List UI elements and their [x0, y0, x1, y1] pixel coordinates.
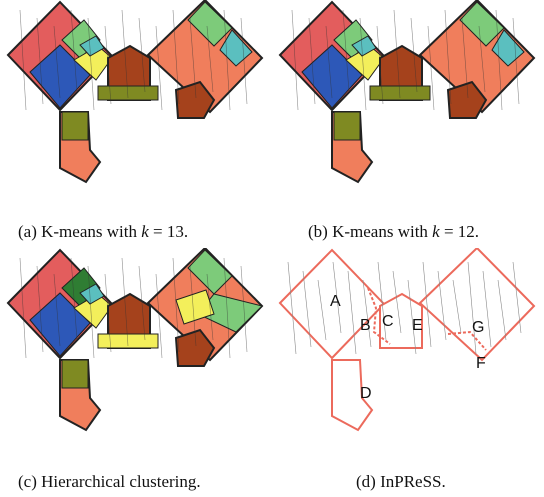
cell-line: [104, 273, 112, 353]
cell-line: [19, 257, 27, 359]
region-label-e: E: [412, 317, 423, 334]
cell-line: [223, 257, 231, 359]
stem-olive: [333, 111, 361, 141]
region-label-a: A: [330, 293, 341, 310]
teal-cluster: [79, 283, 105, 305]
cell-line: [155, 273, 163, 359]
region-label-c: C: [382, 313, 394, 330]
teal-cluster: [79, 35, 105, 57]
cell-line: [36, 17, 44, 105]
cell-line: [452, 279, 462, 334]
cell-line: [223, 9, 231, 111]
corridor: [369, 85, 431, 101]
cell-line: [410, 17, 418, 93]
cell-line: [53, 273, 61, 347]
boundary-fg: [447, 330, 487, 351]
cell-line: [302, 270, 312, 348]
green-top: [459, 1, 505, 47]
cell-line: [291, 9, 299, 111]
brown-bottom: [174, 328, 216, 367]
corridor: [97, 333, 159, 349]
cell-line: [287, 261, 297, 355]
cell-line: [53, 25, 61, 99]
stem-olive: [61, 359, 89, 389]
cell-line: [70, 257, 78, 341]
brown-bottom: [446, 80, 488, 119]
caption-a: (a) K-means with k = 13.: [18, 222, 189, 241]
cell-line: [461, 17, 469, 99]
cell-line: [325, 25, 333, 99]
region-outline: [379, 292, 423, 349]
cell-line: [407, 279, 417, 355]
panel-b-kmeans-12: (b) K-means with k = 12.: [272, 0, 544, 248]
cell-line: [512, 17, 520, 105]
cell-line: [377, 261, 387, 341]
map-a: [6, 0, 264, 184]
cell-line: [155, 25, 163, 111]
cell-line: [70, 9, 78, 93]
region-outline: [331, 359, 374, 432]
caption-d: (d) InPReSS.: [356, 472, 446, 491]
boundary-ab: [367, 287, 391, 345]
cell-line: [347, 270, 357, 355]
cell-line: [138, 17, 146, 93]
cell-line: [444, 9, 452, 105]
cell-line: [172, 9, 180, 105]
cell-line: [392, 270, 402, 334]
green-top: [187, 1, 233, 47]
cell-line: [359, 17, 367, 111]
cell-line: [87, 265, 95, 359]
cell-line: [172, 257, 180, 353]
cell-line: [36, 265, 44, 353]
map-c: [6, 248, 264, 432]
panel-c-hierarchical: (c) Hierarchical clustering.: [0, 248, 272, 497]
cell-line: [206, 25, 214, 93]
cell-line: [189, 265, 197, 347]
region-label-g: G: [472, 319, 484, 336]
cell-line: [189, 17, 197, 99]
cell-line: [104, 25, 112, 105]
region-outline: [418, 248, 536, 362]
cell-line: [497, 279, 507, 341]
region-label-d: D: [360, 385, 372, 402]
cell-line: [308, 17, 316, 105]
cell-line: [422, 261, 432, 348]
map-b: [278, 0, 536, 184]
cell-line: [437, 270, 447, 341]
panel-a-kmeans-13: (a) K-means with k = 13.: [0, 0, 272, 248]
cell-line: [362, 279, 372, 348]
cell-line: [317, 279, 327, 341]
cell-line: [482, 270, 492, 348]
cell-line: [393, 9, 401, 99]
cell-line: [332, 261, 342, 334]
caption-c: (c) Hierarchical clustering.: [18, 472, 201, 491]
brown-bottom: [174, 80, 216, 119]
cell-line: [121, 257, 129, 347]
stem-olive: [61, 111, 89, 141]
teal-cluster: [351, 35, 377, 57]
cell-line: [240, 17, 248, 105]
cell-line: [512, 261, 522, 334]
cell-line: [427, 25, 435, 111]
cell-line: [240, 265, 248, 353]
region-label-b: B: [360, 317, 371, 334]
cell-line: [138, 265, 146, 341]
cell-line: [495, 9, 503, 111]
region-label-f: F: [476, 355, 486, 372]
caption-b: (b) K-means with k = 12.: [308, 222, 480, 241]
cell-line: [376, 25, 384, 105]
cell-line: [121, 9, 129, 99]
cell-line: [87, 17, 95, 111]
cell-line: [478, 25, 486, 93]
corridor: [97, 85, 159, 101]
cell-line: [342, 9, 350, 93]
cell-line: [19, 9, 27, 111]
cell-line: [206, 273, 214, 341]
yellow-right: [175, 289, 215, 325]
